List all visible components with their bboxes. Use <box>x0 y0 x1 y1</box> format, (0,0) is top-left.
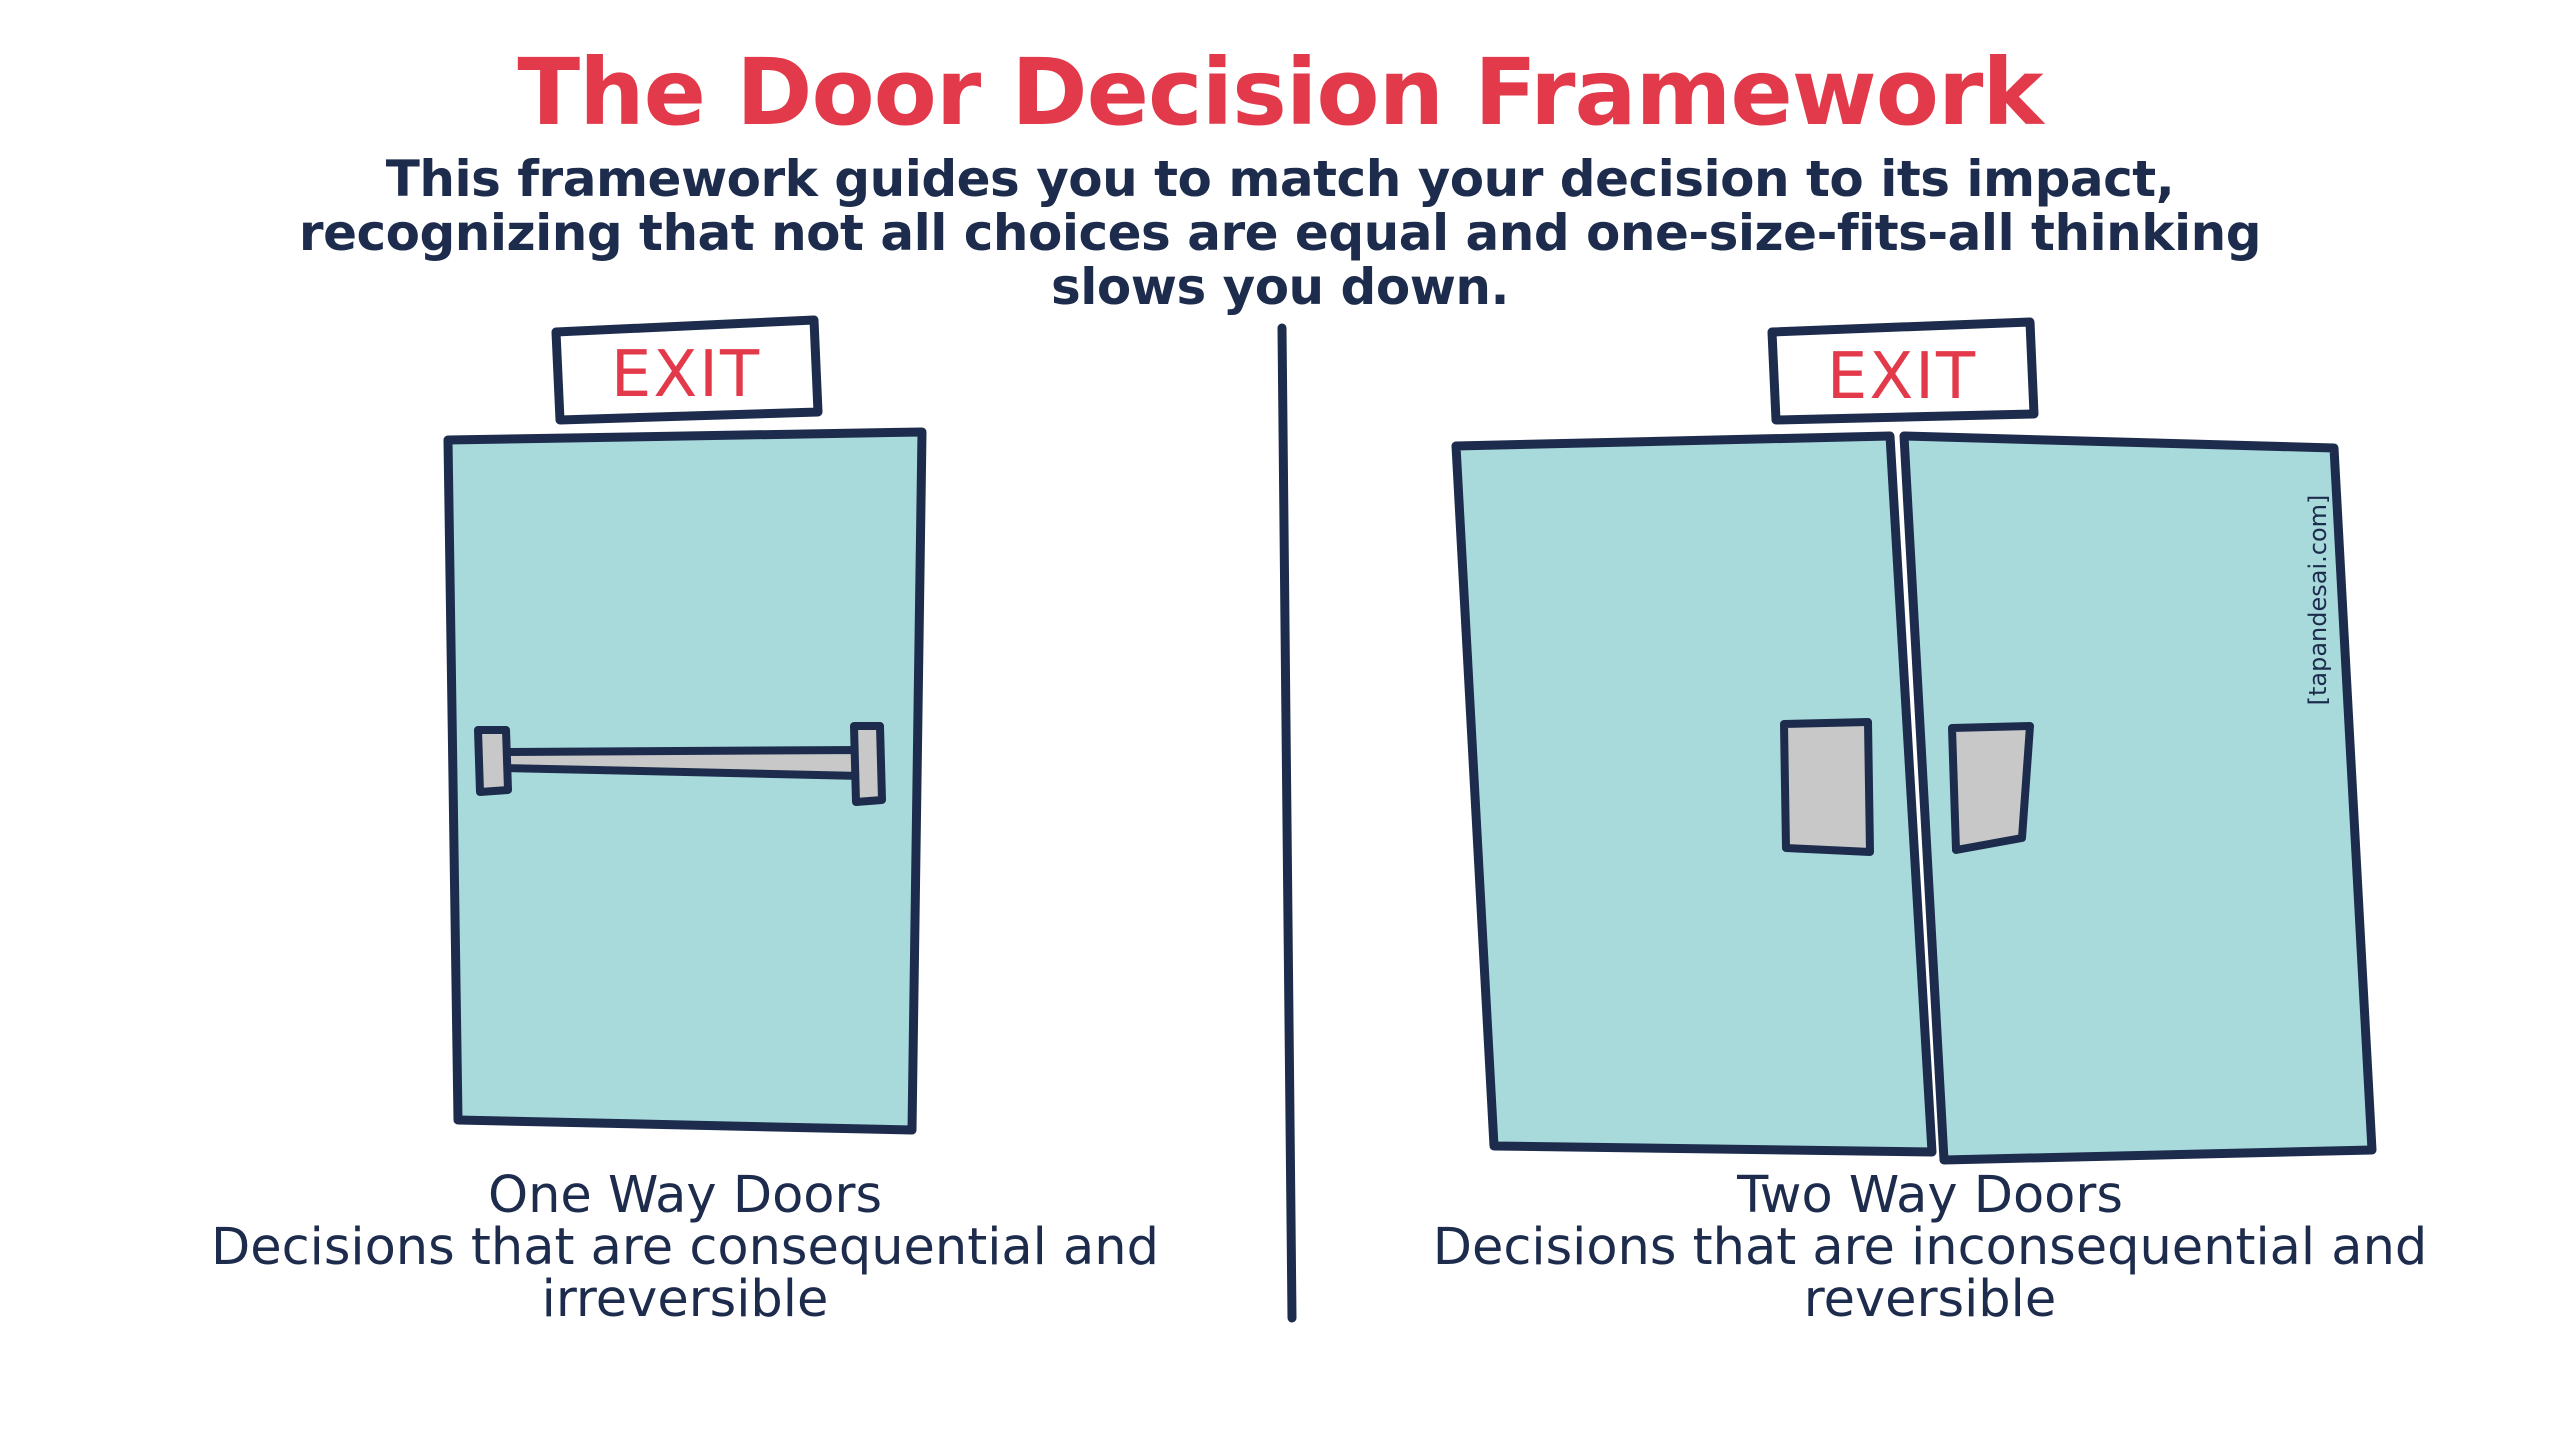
left-door-description: Decisions that are consequential and irr… <box>210 1218 1160 1329</box>
left-door-name: One Way Doors <box>487 1166 883 1225</box>
left-exit-sign-frame <box>551 315 823 425</box>
push-bar <box>501 746 866 780</box>
right-caption: Two Way Doors Decisions that are inconse… <box>1430 1170 2430 1326</box>
double-door-left-leaf <box>1451 431 1937 1157</box>
push-bar-left-bracket <box>474 726 512 796</box>
right-door-name: Two Way Doors <box>1737 1166 2123 1225</box>
page-title: The Door Decision Framework <box>517 39 2043 146</box>
push-bar-right-bracket <box>850 722 886 806</box>
right-exit-sign: EXIT <box>1767 317 2039 425</box>
left-door <box>443 427 927 1135</box>
watermark: [tapandesai.com] <box>2304 494 2332 706</box>
center-divider <box>1277 323 1297 1323</box>
left-exit-label: EXIT <box>611 338 761 412</box>
double-door-right-window <box>1948 722 2034 854</box>
push-bar-handle <box>474 722 886 806</box>
right-door-description: Decisions that are inconsequential and r… <box>1432 1218 2428 1329</box>
right-exit-sign-frame <box>1767 317 2039 425</box>
double-door-right-leaf <box>1899 431 2377 1165</box>
left-caption: One Way Doors Decisions that are consequ… <box>185 1170 1185 1326</box>
double-door-left-window <box>1780 718 1874 856</box>
left-exit-sign: EXIT <box>551 315 823 425</box>
right-exit-label: EXIT <box>1827 340 1977 414</box>
page-subtitle: This framework guides you to match your … <box>298 150 2262 316</box>
